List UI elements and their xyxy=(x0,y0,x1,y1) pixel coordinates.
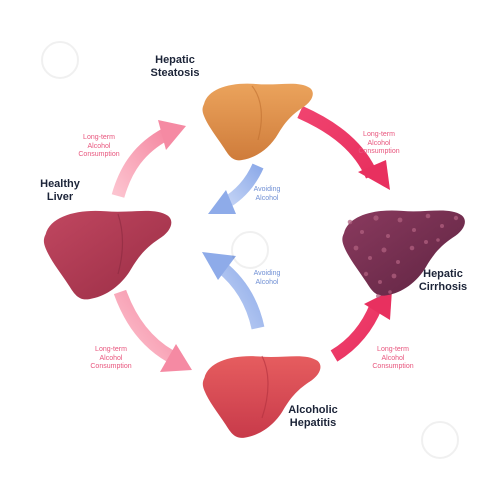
arrow-steatosis-to-cirrhosis xyxy=(297,106,390,190)
label-hepatitis-to-healthy: Avoiding Alcohol xyxy=(253,270,281,286)
label-hepatitis-to-cirrhosis: Long-term Alcohol Consumption xyxy=(372,346,414,370)
label-healthy-to-hepatitis: Long-term Alcohol Consumption xyxy=(90,346,132,370)
arrow-hepatitis-to-healthy xyxy=(202,252,265,330)
liver-healthy-icon xyxy=(43,210,172,300)
watermark xyxy=(41,41,459,459)
arrow-hepatitis-to-cirrhosis xyxy=(330,290,392,362)
arrow-steatosis-to-healthy xyxy=(208,163,264,214)
arrow-healthy-to-steatosis xyxy=(111,120,186,198)
label-alcoholic-hepatitis: Alcoholic Hepatitis xyxy=(288,404,338,429)
arrow-healthy-to-hepatitis xyxy=(113,289,192,372)
label-hepatic-steatosis: Hepatic Steatosis xyxy=(150,54,200,79)
label-hepatic-cirrhosis: Hepatic Cirrhosis xyxy=(418,268,468,293)
stock-id-strip: #425498028 xyxy=(488,0,500,500)
label-healthy-to-steatosis: Long-term Alcohol Consumption xyxy=(78,134,120,158)
label-healthy-liver: Healthy Liver xyxy=(40,178,80,203)
liver-cirrhosis-icon xyxy=(342,210,465,298)
liver-hepatitis-icon xyxy=(202,355,321,438)
label-steatosis-to-cirrhosis: Long-term Alcohol Consumption xyxy=(358,131,400,155)
liver-steatosis-icon xyxy=(202,83,313,161)
label-steatosis-to-healthy: Avoiding Alcohol xyxy=(253,186,281,202)
